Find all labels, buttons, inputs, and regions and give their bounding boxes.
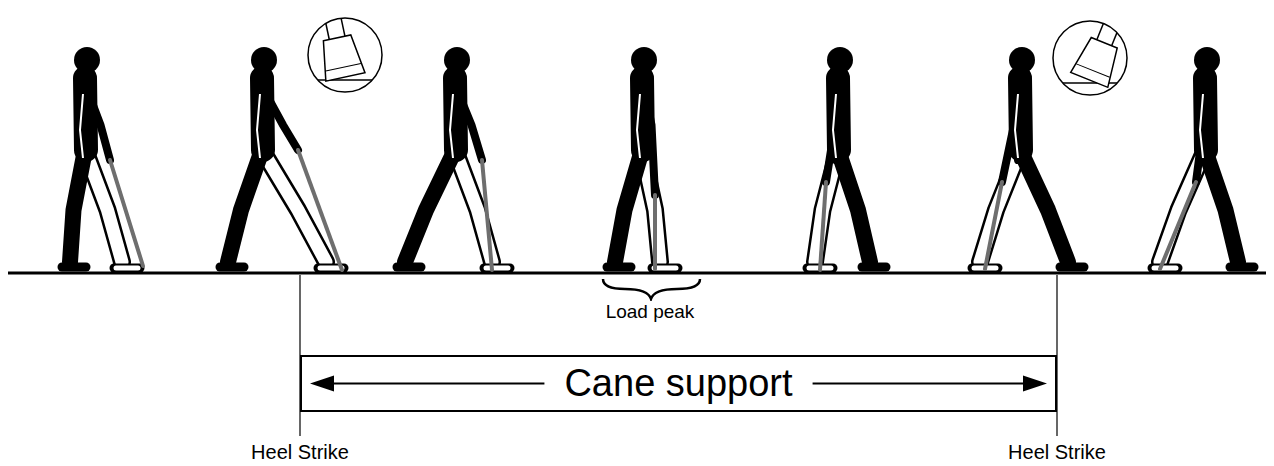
heel-strike-label: Heel Strike	[1005, 441, 1109, 464]
range-arrow	[813, 383, 1037, 385]
cane	[653, 195, 657, 269]
walker-silhouette	[397, 47, 510, 270]
cane	[298, 150, 342, 270]
arrowhead	[310, 376, 334, 392]
cane-tip-inset	[1050, 15, 1131, 95]
walker-silhouette	[62, 47, 143, 268]
walker-silhouette	[607, 47, 678, 269]
cane-tip-inset	[305, 12, 385, 92]
cane	[820, 182, 826, 270]
range-arrow	[320, 383, 544, 385]
load-peak-brace	[603, 279, 700, 299]
range-box: Cane support	[300, 355, 1057, 412]
arrowhead	[1023, 376, 1047, 392]
walker-silhouette	[807, 47, 886, 270]
ground-line	[8, 272, 1266, 275]
cane	[110, 160, 143, 266]
cane	[1160, 182, 1196, 269]
walker-silhouette	[1152, 47, 1254, 269]
cane	[985, 182, 1002, 269]
load-peak-label: Load peak	[603, 301, 698, 323]
walker-silhouette	[972, 47, 1084, 269]
range-label: Cane support	[558, 362, 798, 405]
cane	[482, 160, 492, 270]
heel-strike-label: Heel Strike	[248, 441, 352, 464]
